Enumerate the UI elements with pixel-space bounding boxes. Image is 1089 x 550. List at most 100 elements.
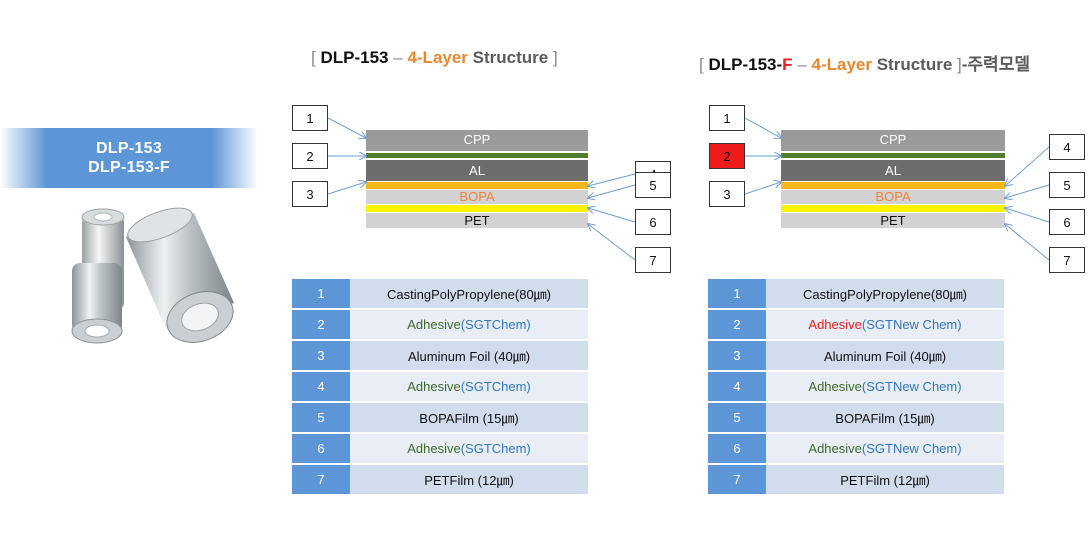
adhesive-maker: (SGTNew Chem) <box>861 441 962 456</box>
title-suffix: -주력모델 <box>961 55 1030 74</box>
callout-1: 1 <box>709 105 745 131</box>
row-number: 2 <box>292 310 350 339</box>
layer-adhesive-green <box>781 153 1005 158</box>
row-number: 4 <box>292 372 350 401</box>
callout-2: 2 <box>292 143 328 169</box>
layer-bopa: BOPA <box>366 190 588 204</box>
layer-adhesive-orange <box>781 182 1005 189</box>
table-row: 2 Adhesive(SGTNew Chem) <box>708 310 1004 339</box>
row-number: 4 <box>708 372 766 401</box>
bracket-close: ] <box>957 55 962 74</box>
layer-adhesive-orange <box>366 182 588 189</box>
callout-6: 6 <box>635 209 671 235</box>
table-row: 7 PETFilm (12㎛) <box>708 465 1004 494</box>
table-row: 4 Adhesive(SGTChem) <box>292 372 588 401</box>
title-dash: – <box>393 48 403 67</box>
adhesive-label: Adhesive <box>407 379 461 394</box>
table-row: 4 Adhesive(SGTNew Chem) <box>708 372 1004 401</box>
table-row: 2 Adhesive(SGTChem) <box>292 310 588 339</box>
row-description: CastingPolyPropylene(80㎛) <box>766 279 1004 308</box>
callout-7: 7 <box>635 247 671 273</box>
row-description: BOPAFilm (15㎛) <box>766 403 1004 432</box>
layer-pet: PET <box>781 213 1005 228</box>
row-description: Adhesive(SGTChem) <box>350 310 588 339</box>
row-number: 1 <box>292 279 350 308</box>
row-description: PETFilm (12㎛) <box>766 465 1004 494</box>
callout-4: 4 <box>1049 134 1085 160</box>
adhesive-label: Adhesive <box>407 441 461 456</box>
table-row: 6 Adhesive(SGTChem) <box>292 434 588 463</box>
bracket-open: [ <box>311 48 316 67</box>
callout-1: 1 <box>292 105 328 131</box>
title-model-suffix: F <box>782 55 793 74</box>
layer-gap <box>366 151 588 153</box>
table-row: 1 CastingPolyPropylene(80㎛) <box>708 279 1004 308</box>
layer-pet: PET <box>366 213 588 228</box>
adhesive-label-highlighted: Adhesive <box>808 317 862 332</box>
callout-6: 6 <box>1049 209 1085 235</box>
bracket-open: [ <box>699 55 704 74</box>
table-row: 5 BOPAFilm (15㎛) <box>708 403 1004 432</box>
row-description: Adhesive(SGTChem) <box>350 372 588 401</box>
adhesive-label: Adhesive <box>808 379 862 394</box>
row-description: Adhesive(SGTNew Chem) <box>766 310 1004 339</box>
layer-adhesive-green <box>366 153 588 158</box>
layer-cpp: CPP <box>366 130 588 151</box>
title-dash: – <box>797 55 807 74</box>
row-number: 3 <box>292 341 350 370</box>
title-layers: 4-Layer <box>811 55 872 74</box>
layer-bopa: BOPA <box>781 190 1005 204</box>
row-number: 7 <box>292 465 350 494</box>
layer-al: AL <box>781 160 1005 181</box>
product-name-1: DLP-153 <box>95 140 163 157</box>
row-number: 5 <box>292 403 350 432</box>
callout-7: 7 <box>1049 247 1085 273</box>
right-spec-table: 1 CastingPolyPropylene(80㎛) 2 Adhesive(S… <box>708 277 1004 496</box>
row-number: 2 <box>708 310 766 339</box>
callout-3: 3 <box>709 181 745 207</box>
row-description: Adhesive(SGTNew Chem) <box>766 372 1004 401</box>
row-description: Adhesive(SGTNew Chem) <box>766 434 1004 463</box>
layer-cpp: CPP <box>781 130 1005 151</box>
table-row: 3 Aluminum Foil (40㎛) <box>292 341 588 370</box>
table-row: 6 Adhesive(SGTNew Chem) <box>708 434 1004 463</box>
layer-adhesive-yellow <box>781 205 1005 212</box>
title-model: DLP-153 <box>320 48 389 67</box>
adhesive-maker: (SGTChem) <box>460 317 531 332</box>
adhesive-label: Adhesive <box>808 441 862 456</box>
layer-gap <box>781 151 1005 153</box>
table-row: 5 BOPAFilm (15㎛) <box>292 403 588 432</box>
row-description: PETFilm (12㎛) <box>350 465 588 494</box>
adhesive-maker: (SGTNew Chem) <box>861 317 962 332</box>
row-number: 3 <box>708 341 766 370</box>
layer-gap <box>366 158 588 160</box>
row-number: 1 <box>708 279 766 308</box>
bracket-close: ] <box>552 48 558 67</box>
row-number: 6 <box>708 434 766 463</box>
layer-gap <box>781 158 1005 160</box>
callout-5: 5 <box>1049 172 1085 198</box>
adhesive-label: Adhesive <box>407 317 461 332</box>
title-structure: Structure <box>876 55 953 74</box>
product-banner: DLP-153 DLP-153-F <box>0 128 258 188</box>
layer-adhesive-yellow <box>366 205 588 212</box>
row-description: Aluminum Foil (40㎛) <box>766 341 1004 370</box>
callout-5: 5 <box>635 172 671 198</box>
title-structure: Structure <box>472 48 549 67</box>
right-title: [ DLP-153-F – 4-Layer Structure ]-주력모델 <box>699 50 1030 75</box>
left-title: [ DLP-153 – 4-Layer Structure ] <box>311 48 558 68</box>
layer-al: AL <box>366 160 588 181</box>
callout-2-highlighted: 2 <box>709 143 745 169</box>
adhesive-maker: (SGTChem) <box>460 379 531 394</box>
row-description: Adhesive(SGTChem) <box>350 434 588 463</box>
table-row: 1 CastingPolyPropylene(80㎛) <box>292 279 588 308</box>
table-row: 3 Aluminum Foil (40㎛) <box>708 341 1004 370</box>
row-description: Aluminum Foil (40㎛) <box>350 341 588 370</box>
adhesive-maker: (SGTChem) <box>460 441 531 456</box>
film-rolls-image <box>71 207 234 344</box>
left-spec-table: 1 CastingPolyPropylene(80㎛) 2 Adhesive(S… <box>292 277 588 496</box>
row-number: 6 <box>292 434 350 463</box>
row-description: CastingPolyPropylene(80㎛) <box>350 279 588 308</box>
title-model: DLP-153- <box>708 55 783 74</box>
